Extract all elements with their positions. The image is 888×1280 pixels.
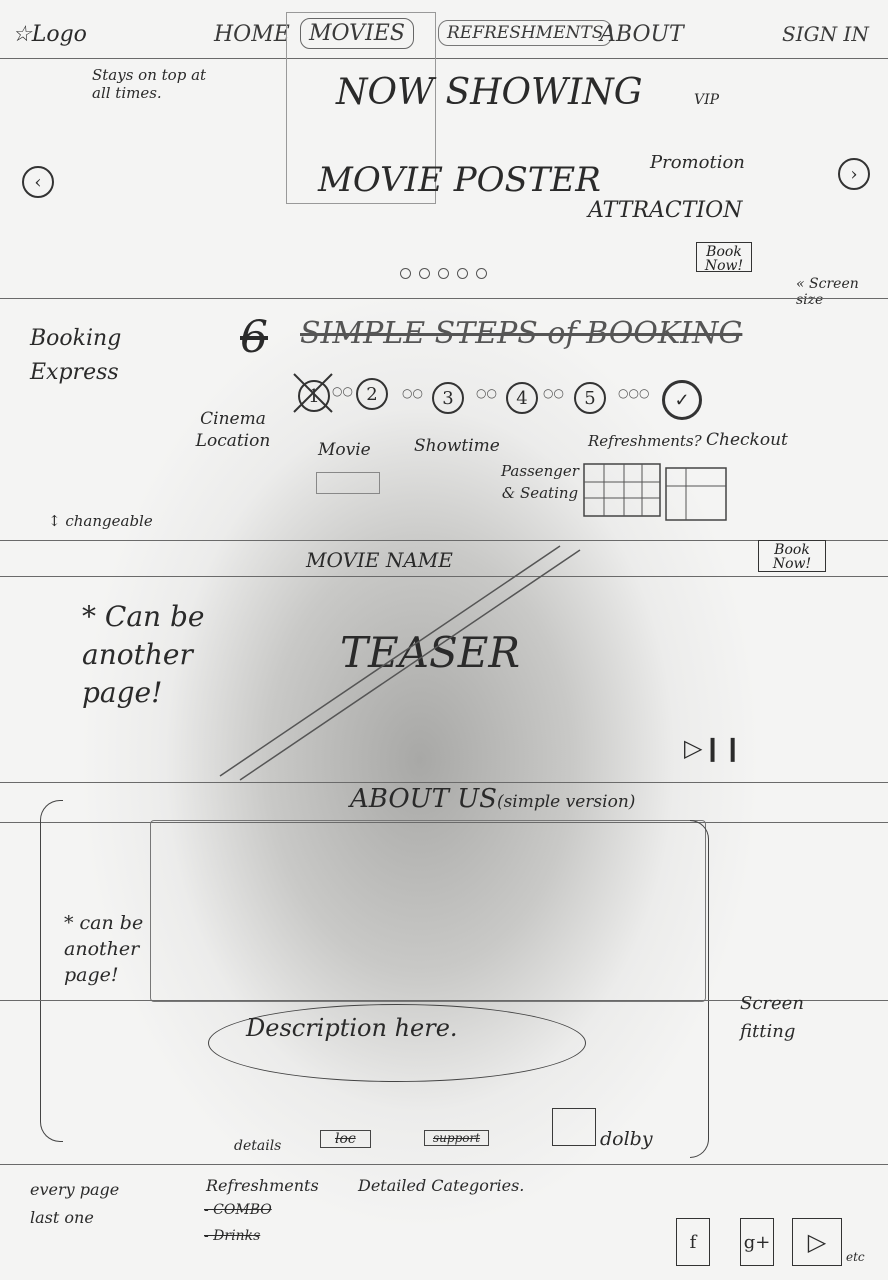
teaser-note: * Can be another page! — [82, 600, 205, 709]
teaser-book-button[interactable]: Book Now! — [758, 540, 826, 572]
booking-title: SIMPLE STEPS of BOOKING — [300, 316, 743, 351]
teaser-header-divider — [0, 576, 888, 577]
about-right-brace — [690, 820, 709, 1158]
step-2-label: Movie — [318, 440, 371, 460]
step-1-icon[interactable]: 1 — [298, 380, 330, 412]
dolby-logo-box — [552, 1108, 596, 1146]
about-description: Description here. — [246, 1014, 458, 1042]
about-note: * can be another page! — [64, 912, 144, 986]
carousel-dot[interactable] — [400, 268, 411, 279]
nav-sign-in[interactable]: SIGN IN — [782, 22, 869, 46]
dolby-label: dolby — [600, 1128, 653, 1150]
booking-divider — [0, 540, 888, 541]
carousel-dot[interactable] — [457, 268, 468, 279]
step-connector: ○○○ — [618, 386, 650, 400]
teaser-divider — [0, 782, 888, 783]
about-mid-divider — [0, 1000, 888, 1001]
nav-movies[interactable]: MOVIES — [300, 18, 414, 49]
screen-size-note: « Screen size — [796, 276, 859, 308]
nav-refreshments[interactable]: REFRESHMENTS — [438, 20, 613, 46]
google-plus-icon[interactable]: g+ — [740, 1218, 774, 1266]
carousel-next-icon[interactable]: › — [838, 158, 870, 190]
step-connector: ○○ — [332, 384, 353, 398]
about-header-divider — [0, 822, 888, 823]
about-left-brace — [40, 800, 63, 1142]
screen-fitting-note: Screen fitting — [740, 993, 804, 1042]
attraction-label: ATTRACTION — [588, 198, 743, 223]
step-2-icon[interactable]: 2 — [356, 378, 388, 410]
social-etc-label: etc — [846, 1250, 865, 1264]
poster-label: MOVIE POSTER — [318, 160, 601, 200]
carousel-dot[interactable] — [476, 268, 487, 279]
description-bubble — [208, 1004, 586, 1082]
screen-size-arrow-icon: « — [796, 276, 805, 292]
footer-item-combo[interactable]: - COMBO — [204, 1202, 272, 1218]
step-connector: ○○ — [402, 386, 423, 400]
movie-name: MOVIE NAME — [306, 548, 453, 572]
checkout-icon[interactable]: ✓ — [662, 380, 702, 420]
footer-categories[interactable]: Detailed Categories. — [358, 1176, 525, 1195]
play-pause-icon[interactable]: ▷❙❙ — [684, 734, 743, 762]
footer-divider — [0, 1164, 888, 1165]
about-image-frame — [150, 820, 706, 1002]
struck-step-count: 6 — [240, 312, 268, 363]
carousel-prev-icon[interactable]: ‹ — [22, 166, 54, 198]
footer-note: every page last one — [30, 1180, 120, 1227]
struck-support-box: support — [424, 1130, 490, 1146]
youtube-icon[interactable]: ▷ — [792, 1218, 842, 1266]
carousel-dot[interactable] — [419, 268, 430, 279]
hero-title: NOW SHOWING — [336, 72, 643, 113]
hero-divider — [0, 298, 888, 299]
teaser-title: TEASER — [340, 628, 521, 677]
vip-label: VIP — [694, 92, 720, 108]
movie-select-sketch — [316, 472, 380, 494]
vertical-arrow-icon: ↕ — [48, 512, 61, 530]
logo-star-icon: ☆ — [12, 22, 32, 47]
teaser-strike-lines — [219, 545, 581, 781]
booking-express-label: Booking Express — [30, 326, 122, 385]
logo[interactable]: ☆Logo — [12, 22, 87, 47]
promotion-label: Promotion — [650, 152, 745, 173]
details-label: details — [234, 1138, 282, 1154]
step-3-label: Showtime — [414, 436, 500, 456]
nav-home[interactable]: HOME — [214, 22, 290, 47]
nav-about[interactable]: ABOUT — [600, 22, 684, 47]
footer-item-drinks[interactable]: - Drinks — [204, 1228, 261, 1244]
step-5-label: Refreshments? — [588, 432, 702, 450]
logo-note: Stays on top at all times. — [92, 66, 207, 102]
step-5-icon[interactable]: 5 — [574, 382, 606, 414]
header-divider — [0, 58, 888, 59]
step-connector: ○○ — [543, 386, 564, 400]
step-1-cross-icon — [293, 373, 333, 413]
hero-book-button[interactable]: Book Now! — [696, 242, 752, 273]
carousel-dot[interactable] — [438, 268, 449, 279]
seat-grid-sketch — [583, 463, 727, 521]
step-3-icon[interactable]: 3 — [432, 382, 464, 414]
poster-frame — [286, 12, 436, 204]
step-1-label: Cinema Location — [195, 409, 271, 451]
checkout-label: Checkout — [706, 430, 788, 450]
changeable-note: ↕ changeable — [48, 512, 153, 530]
facebook-icon[interactable]: f — [676, 1218, 710, 1266]
about-title: ABOUT US(simple version) — [350, 784, 636, 814]
step-4-label: Passenger & Seating — [501, 462, 579, 502]
step-4-icon[interactable]: 4 — [506, 382, 538, 414]
struck-loc-box: loc — [320, 1130, 371, 1148]
footer-refreshments[interactable]: Refreshments — [206, 1176, 319, 1195]
step-connector: ○○ — [476, 386, 497, 400]
